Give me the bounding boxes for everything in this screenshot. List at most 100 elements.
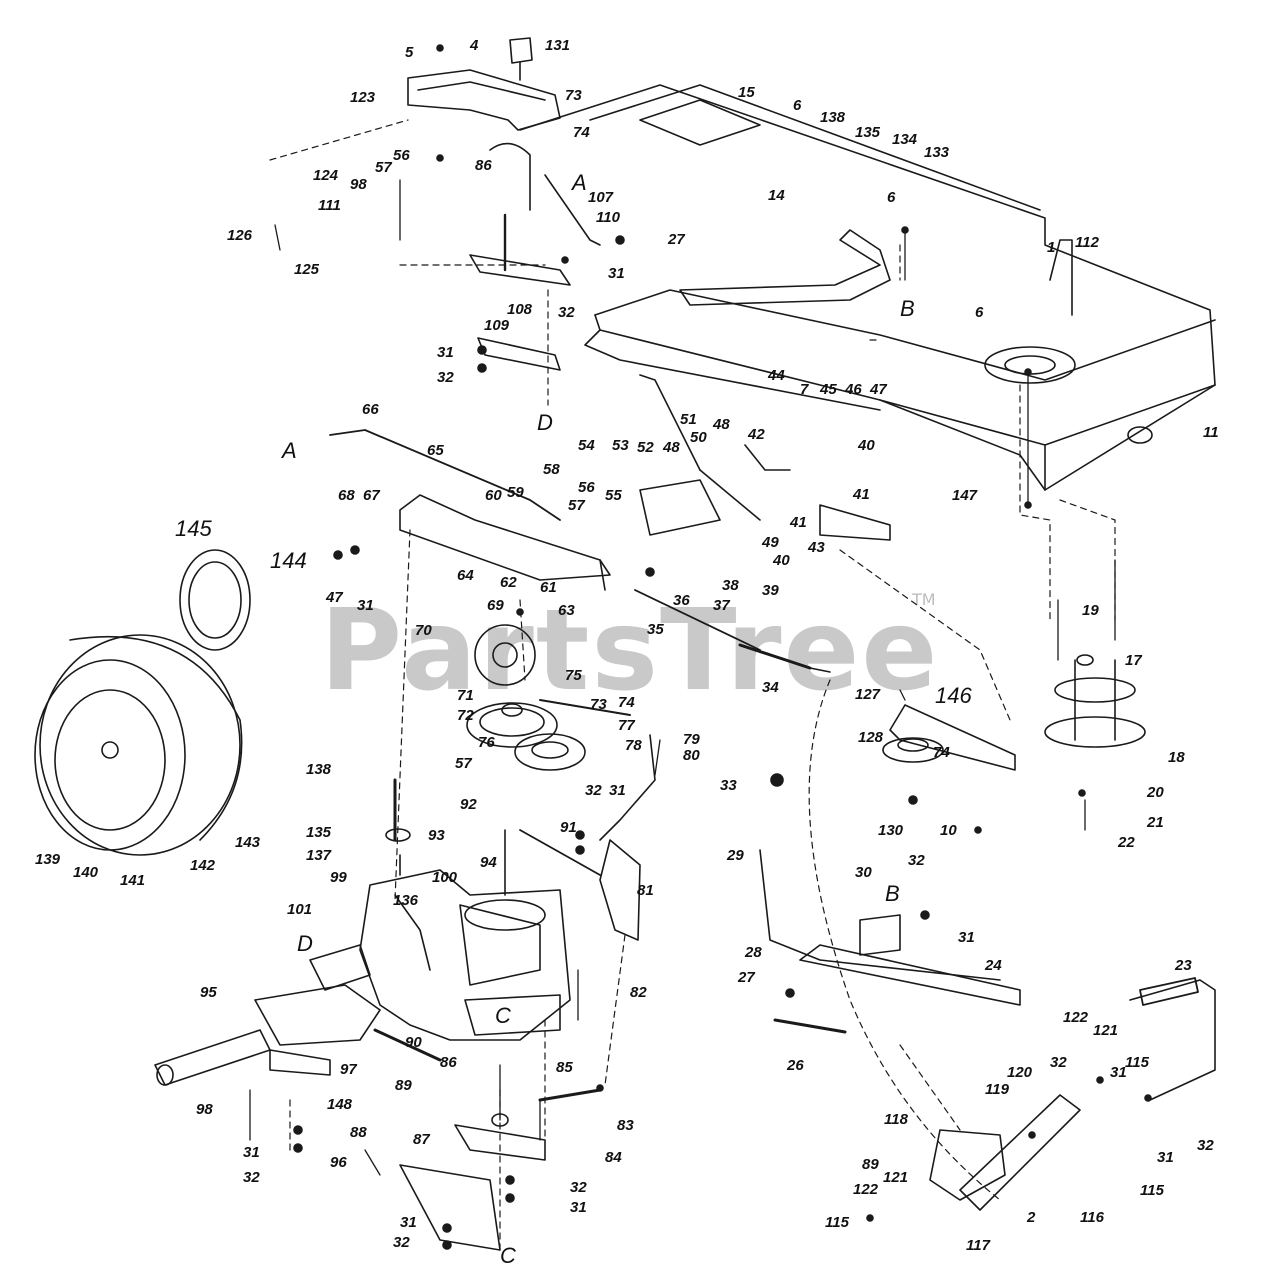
part-label: 137 <box>306 847 332 864</box>
part-label: 34 <box>762 679 779 696</box>
part-label: 98 <box>350 176 367 193</box>
part-label: 88 <box>350 1124 367 1141</box>
part-label: 53 <box>612 437 629 454</box>
part-label: 50 <box>690 429 707 446</box>
part-label: 31 <box>357 597 374 614</box>
part-label: 74 <box>933 744 950 761</box>
part-label: 82 <box>630 984 647 1001</box>
part-label: 55 <box>605 487 622 504</box>
part-label: 74 <box>618 694 635 711</box>
part-label: 115 <box>825 1214 849 1231</box>
part-label: 122 <box>1063 1009 1089 1026</box>
part-label: 27 <box>738 969 755 986</box>
part-label: 95 <box>200 984 217 1001</box>
part-label: 145 <box>175 516 212 541</box>
part-label: 26 <box>787 1057 804 1074</box>
part-label: 110 <box>596 209 620 226</box>
part-label: 51 <box>680 411 697 428</box>
part-label: 20 <box>1147 784 1164 801</box>
part-label: 70 <box>415 622 432 639</box>
part-label: 54 <box>578 437 595 454</box>
part-label: 121 <box>1093 1022 1119 1039</box>
part-label: 11 <box>1203 424 1219 441</box>
part-label: 17 <box>1125 652 1142 669</box>
part-label: 15 <box>738 84 755 101</box>
part-label: 31 <box>570 1199 587 1216</box>
part-label: 86 <box>440 1054 457 1071</box>
part-label: 125 <box>294 261 320 278</box>
part-label: 123 <box>350 89 376 106</box>
part-label: 66 <box>362 401 379 418</box>
part-label: 128 <box>858 729 884 746</box>
part-label: 31 <box>608 265 625 282</box>
part-label: 136 <box>393 892 419 909</box>
part-label: 146 <box>935 683 972 708</box>
part-label: C <box>500 1243 516 1268</box>
chassis-frame <box>407 37 1216 491</box>
part-label: 65 <box>427 442 444 459</box>
part-label: 21 <box>1147 814 1164 831</box>
part-label: 42 <box>748 426 765 443</box>
part-label: 40 <box>773 552 790 569</box>
part-label: 135 <box>855 124 881 141</box>
part-label: 90 <box>405 1034 422 1051</box>
part-label: 68 <box>338 487 355 504</box>
transmission-housing <box>154 778 571 1086</box>
part-label: 72 <box>457 707 474 724</box>
part-label: 32 <box>1197 1137 1214 1154</box>
part-label: 23 <box>1175 957 1192 974</box>
part-label: 130 <box>878 822 904 839</box>
part-label: 32 <box>570 1179 587 1196</box>
part-label: 32 <box>585 782 602 799</box>
part-label: 112 <box>1075 234 1099 251</box>
part-label: 138 <box>306 761 332 778</box>
part-label: 45 <box>820 381 837 398</box>
part-label: 79 <box>683 731 700 748</box>
part-label: 127 <box>855 686 881 703</box>
part-label: 19 <box>1082 602 1099 619</box>
part-label: 43 <box>808 539 825 556</box>
part-label: 73 <box>590 696 607 713</box>
part-label: 61 <box>540 579 557 596</box>
part-label: 57 <box>375 159 392 176</box>
part-label: 78 <box>625 737 642 754</box>
part-label: 31 <box>243 1144 260 1161</box>
part-label: 77 <box>618 717 635 734</box>
part-label: 131 <box>545 37 571 54</box>
part-label: 7 <box>800 381 809 398</box>
part-label: 96 <box>330 1154 347 1171</box>
part-label: B <box>900 296 915 321</box>
part-label: 30 <box>855 864 872 881</box>
part-label: C <box>495 1003 511 1028</box>
part-label: 38 <box>722 577 739 594</box>
part-label: 121 <box>883 1169 909 1186</box>
part-label: 41 <box>853 486 870 503</box>
part-label: 86 <box>475 157 492 174</box>
part-label: 64 <box>457 567 474 584</box>
part-label: 37 <box>713 597 730 614</box>
part-label: 59 <box>507 484 524 501</box>
part-label: 18 <box>1168 749 1185 766</box>
part-label: 63 <box>558 602 575 619</box>
part-label: 144 <box>270 548 307 573</box>
part-label: 32 <box>1050 1054 1067 1071</box>
part-label: 119 <box>985 1081 1009 1098</box>
part-label: 81 <box>637 882 654 899</box>
part-label: 108 <box>507 301 533 318</box>
pulleys-and-wheels <box>34 549 1146 1127</box>
part-label: 116 <box>1080 1209 1104 1226</box>
part-label: 32 <box>437 369 454 386</box>
part-label: 118 <box>884 1111 908 1128</box>
part-label: 5 <box>405 44 414 61</box>
part-label: 52 <box>637 439 654 456</box>
part-label: 6 <box>887 189 896 206</box>
part-label: 31 <box>1157 1149 1174 1166</box>
part-label: 98 <box>196 1101 213 1118</box>
part-label: 49 <box>762 534 779 551</box>
part-label: 87 <box>413 1131 430 1148</box>
part-label: 33 <box>720 777 737 794</box>
part-label: 31 <box>400 1214 417 1231</box>
part-label: 4 <box>470 37 479 54</box>
part-label: 143 <box>235 834 261 851</box>
